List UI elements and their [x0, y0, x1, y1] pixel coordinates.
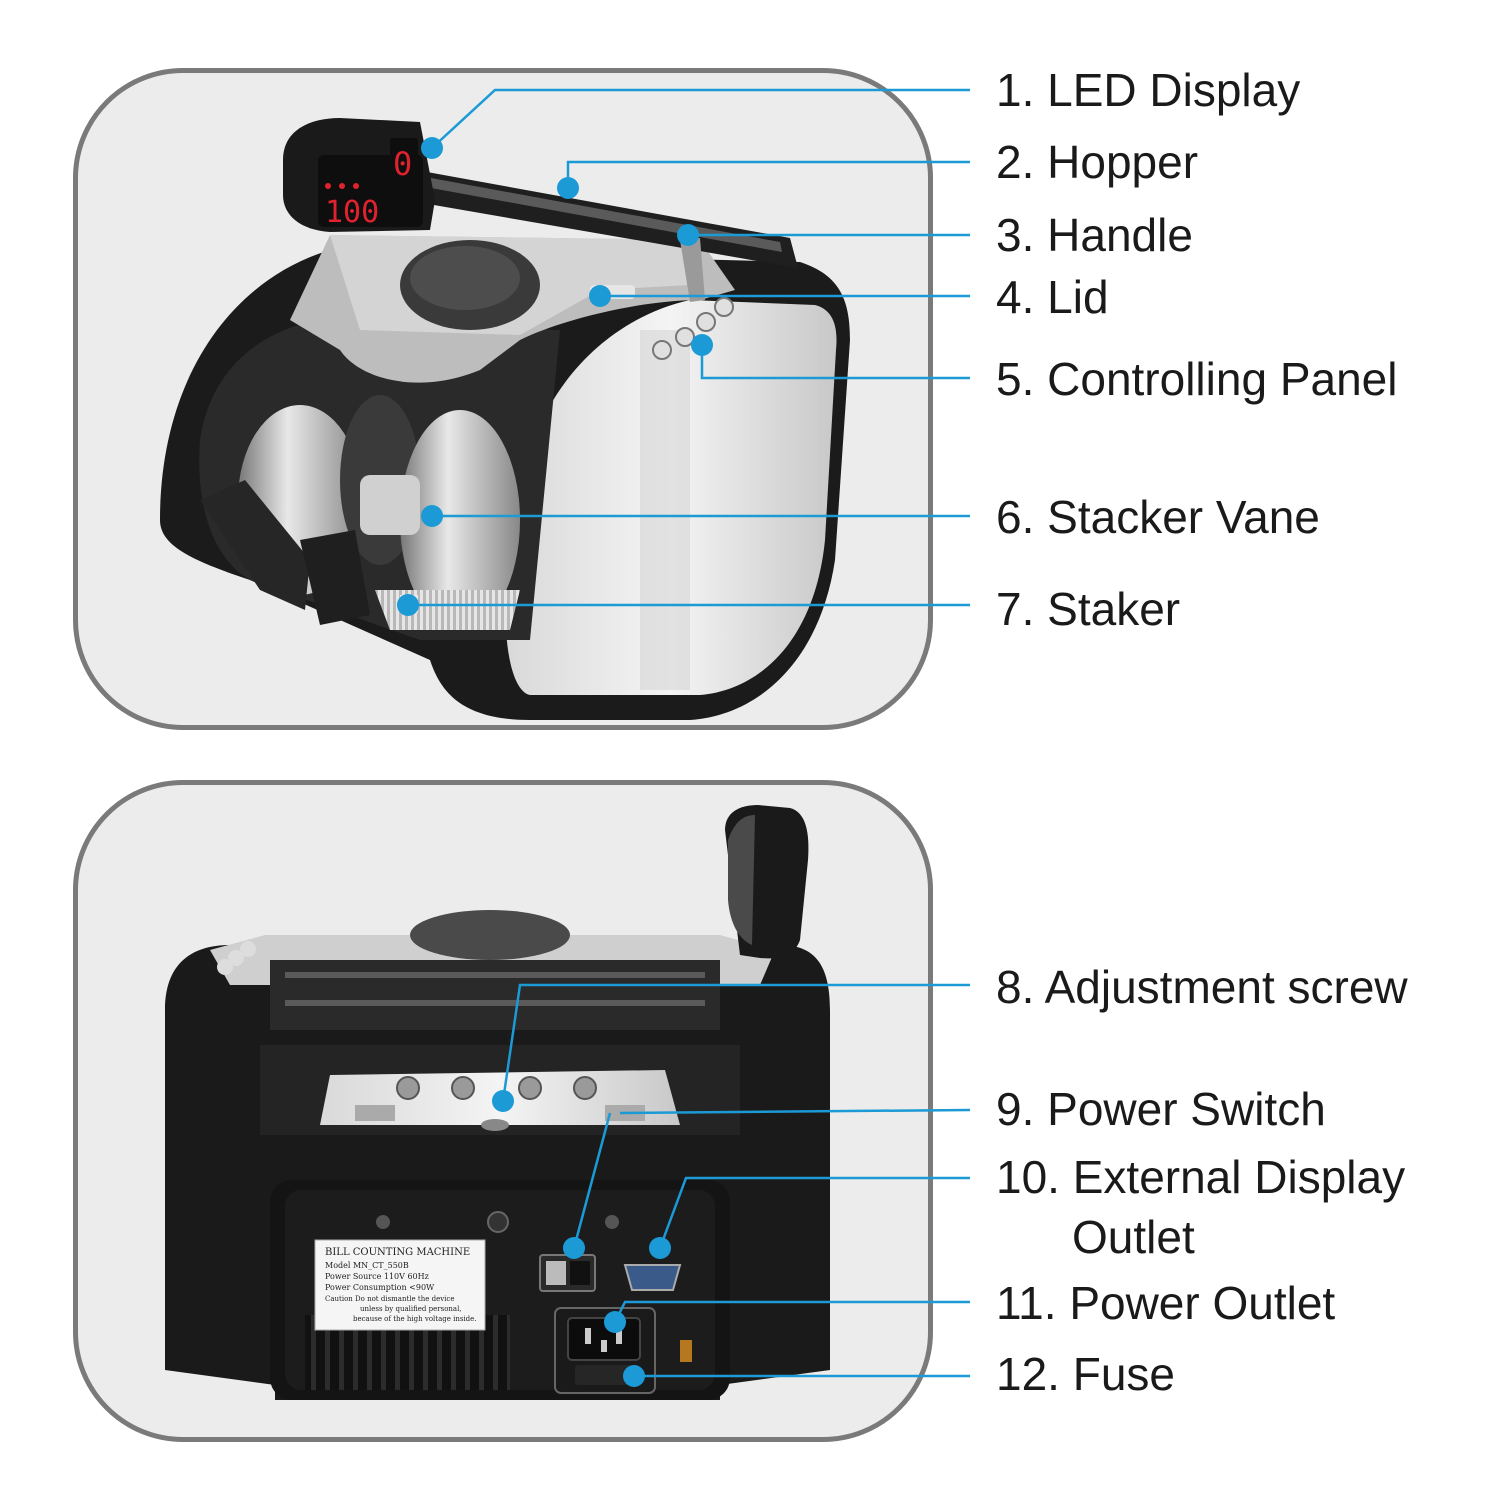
- nameplate-caution-2: unless by qualified personal,: [360, 1305, 462, 1313]
- nameplate-caution-3: because of the high voltage inside.: [353, 1315, 477, 1323]
- callout-dot-hopper: [557, 177, 579, 199]
- callout-dot-adjustment-screw: [492, 1090, 514, 1112]
- callout-dot-controlling-panel: [691, 334, 713, 356]
- label-hopper: 2. Hopper: [996, 136, 1199, 188]
- label-external-display: 10. External Display: [996, 1151, 1406, 1203]
- nameplate-power-consumption: Power Consumption <90W: [325, 1283, 435, 1292]
- callout-dots: [397, 137, 713, 1387]
- callout-dot-power-outlet: [604, 1311, 626, 1333]
- machine-top-view: 100 0: [160, 118, 850, 720]
- nameplate-model: Model MN_CT_550B: [325, 1261, 409, 1270]
- label-controlling-panel: 5. Controlling Panel: [996, 353, 1398, 405]
- callout-dot-fuse: [623, 1365, 645, 1387]
- callout-dot-power-switch: [563, 1237, 585, 1259]
- label-staker: 7. Staker: [996, 583, 1181, 635]
- callout-dot-staker: [397, 594, 419, 616]
- nameplate-title: BILL COUNTING MACHINE: [325, 1247, 470, 1258]
- label-adjustment-screw: 8. Adjustment screw: [996, 961, 1408, 1013]
- label-handle: 3. Handle: [996, 209, 1193, 261]
- led-main-digits: 100: [325, 195, 379, 230]
- machine-rear-view: BILL COUNTING MACHINE Model MN_CT_550B P…: [165, 805, 830, 1400]
- label-led-display: 1. LED Display: [996, 64, 1301, 116]
- label-external-display-cont: Outlet: [1072, 1211, 1195, 1263]
- callout-dot-handle: [677, 224, 699, 246]
- nameplate-caution-1: Caution Do not dismantle the device: [325, 1295, 454, 1303]
- label-fuse: 12. Fuse: [996, 1348, 1175, 1400]
- callout-dot-external-display-outlet: [649, 1237, 671, 1259]
- nameplate-power-source: Power Source 110V 60Hz: [325, 1272, 429, 1281]
- label-stacker-vane: 6. Stacker Vane: [996, 491, 1320, 543]
- callout-dot-lid: [589, 285, 611, 307]
- callout-dot-stacker-vane: [421, 505, 443, 527]
- label-lid: 4. Lid: [996, 271, 1109, 323]
- label-power-outlet: 11. Power Outlet: [996, 1277, 1336, 1329]
- callout-dot-led-display: [421, 137, 443, 159]
- led-side-digit: 0: [393, 145, 412, 183]
- label-power-switch: 9. Power Switch: [996, 1083, 1326, 1135]
